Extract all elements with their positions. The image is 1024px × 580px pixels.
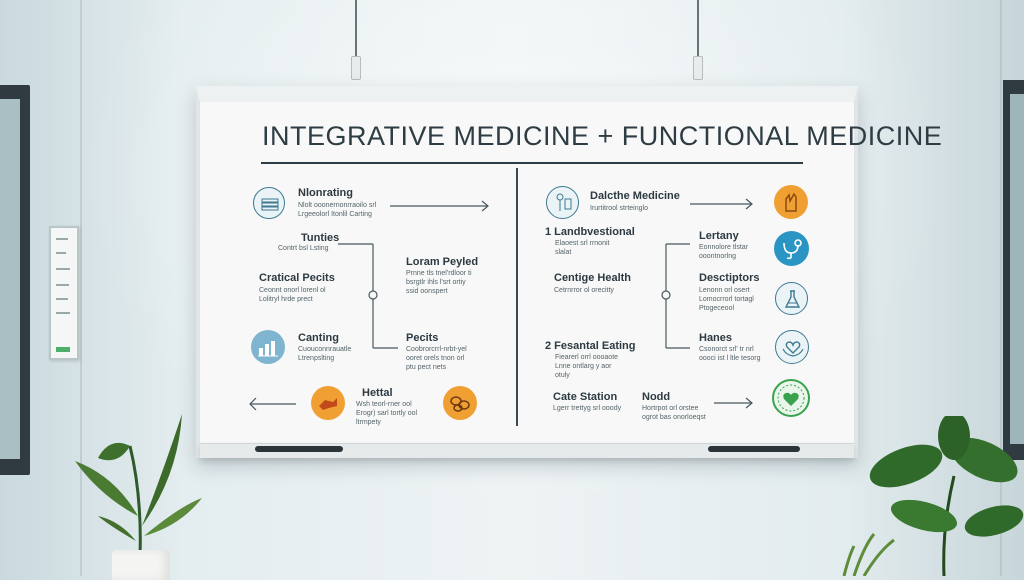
hanging-wire (697, 0, 699, 60)
left-wall-frame (0, 85, 30, 475)
left-item-sub: Wsh teorl-rner ool (356, 401, 412, 408)
wall-corner (1000, 0, 1002, 576)
left-item-heading: Nlonrating (298, 187, 353, 199)
left-item-heading: Tunties (301, 232, 340, 244)
marker[interactable] (708, 446, 800, 452)
hand-icon (774, 185, 808, 219)
right-item-sub: ogrot bas onorloeqst (642, 414, 706, 421)
left-item-sub: Nlolt ooonernonrraoilo srl (298, 202, 377, 209)
left-item-sub: Cuouconnrauatle (298, 346, 352, 353)
title-underline (261, 162, 803, 164)
left-item-heading: Canting (298, 332, 339, 344)
right-item-sub: Eonnolore tlstar (699, 244, 749, 251)
left-item-sub: Coobrorcrrl-nrbt-yel (406, 346, 467, 353)
right-item-sub: Hortrpot orl orstee (642, 405, 699, 412)
marker-tray (200, 443, 854, 458)
left-item-sub: ptu pect nets (406, 364, 447, 371)
left-item-sub: ssid oonspert (406, 288, 448, 295)
plant-left (75, 414, 202, 557)
center-divider (516, 168, 518, 426)
stethoscope-icon (774, 231, 809, 266)
hanging-clip (693, 56, 703, 80)
flask-icon (775, 282, 808, 315)
bone-icon (311, 386, 345, 420)
left-item-sub: Ceonnt onorl lorenl ol (259, 287, 326, 294)
marker[interactable] (255, 446, 343, 452)
right-item-heading: Desctiptors (699, 272, 760, 284)
right-item-sub: Elaoest srl rrnonit (555, 240, 610, 247)
hanging-wire (355, 0, 357, 60)
right-item-sub: Lomocrrorl tortagl (699, 296, 754, 303)
whiteboard (196, 86, 858, 458)
left-item-sub: bsrgtlr ihls l'srt ortiy (406, 279, 466, 286)
right-item-sub: Cetrnrror ol orecitty (554, 287, 614, 294)
right-wall-frame (1003, 80, 1024, 460)
pills-icon (443, 386, 477, 420)
right-item-sub: Lnne ontlarg y aor (555, 363, 612, 370)
left-item-heading: Cratical Pecits (259, 272, 335, 284)
person-chart-icon (546, 186, 579, 219)
right-item-heading: Nodd (642, 391, 671, 403)
wall-corner (80, 0, 82, 576)
left-item-sub: Ltrenpslting (298, 355, 335, 362)
right-item-heading: Cate Station (553, 391, 618, 403)
right-item-sub: ooontnorlng (699, 253, 736, 260)
right-item-sub: Ptogeceool (699, 305, 735, 312)
right-item-sub: Lgerr trettyg srl ooody (553, 405, 622, 412)
stacked-books-icon (253, 187, 285, 219)
right-item-sub: Fiearerl orrl oooaote (555, 354, 619, 361)
left-item-heading: Hettal (362, 387, 393, 399)
right-item-sub: Irurtitrool strteinglo (590, 205, 648, 212)
left-item-sub: ltrmpety (356, 419, 381, 426)
left-item-heading: Loram Peyled (406, 256, 479, 268)
left-item-heading: Pecits (406, 332, 439, 344)
wall-poster (49, 226, 79, 360)
heart-badge-icon (772, 379, 810, 417)
heart-hands-icon (775, 330, 809, 364)
right-item-heading: 2 Fesantal Eating (545, 340, 636, 352)
left-item-sub: Lrgeeolorl Itonlil Carting (298, 211, 372, 218)
right-item-heading: Lertany (699, 230, 739, 242)
left-item-sub: Prnne tls tnel'rdloor ti (406, 270, 472, 277)
right-item-sub: slalat (555, 249, 572, 256)
right-item-heading: 1 Landbvestional (545, 226, 635, 238)
left-item-sub: ooret orels tnon orl (406, 355, 465, 362)
right-item-sub: oooci ist l ltle tesorg (699, 355, 761, 362)
right-item-sub: Csonorct srl' tr nrl (699, 346, 754, 353)
right-item-heading: Centige Health (554, 272, 632, 284)
hanging-clip (351, 56, 361, 80)
right-item-heading: Hanes (699, 332, 733, 344)
right-item-sub: Lenonn orl osert (699, 287, 750, 294)
plant-right (842, 416, 1024, 576)
left-item-sub: Erogr) sarl tortly ool (356, 410, 418, 417)
right-item-heading: Dalcthe Medicine (590, 190, 680, 202)
left-item-sub: Lolitryl hrde prect (259, 296, 313, 303)
right-item-sub: otuly (555, 372, 570, 379)
left-item-sub: Contrt bsl Lsting (278, 245, 329, 252)
plant-pot (112, 550, 170, 580)
bar-chart-icon (251, 330, 285, 364)
